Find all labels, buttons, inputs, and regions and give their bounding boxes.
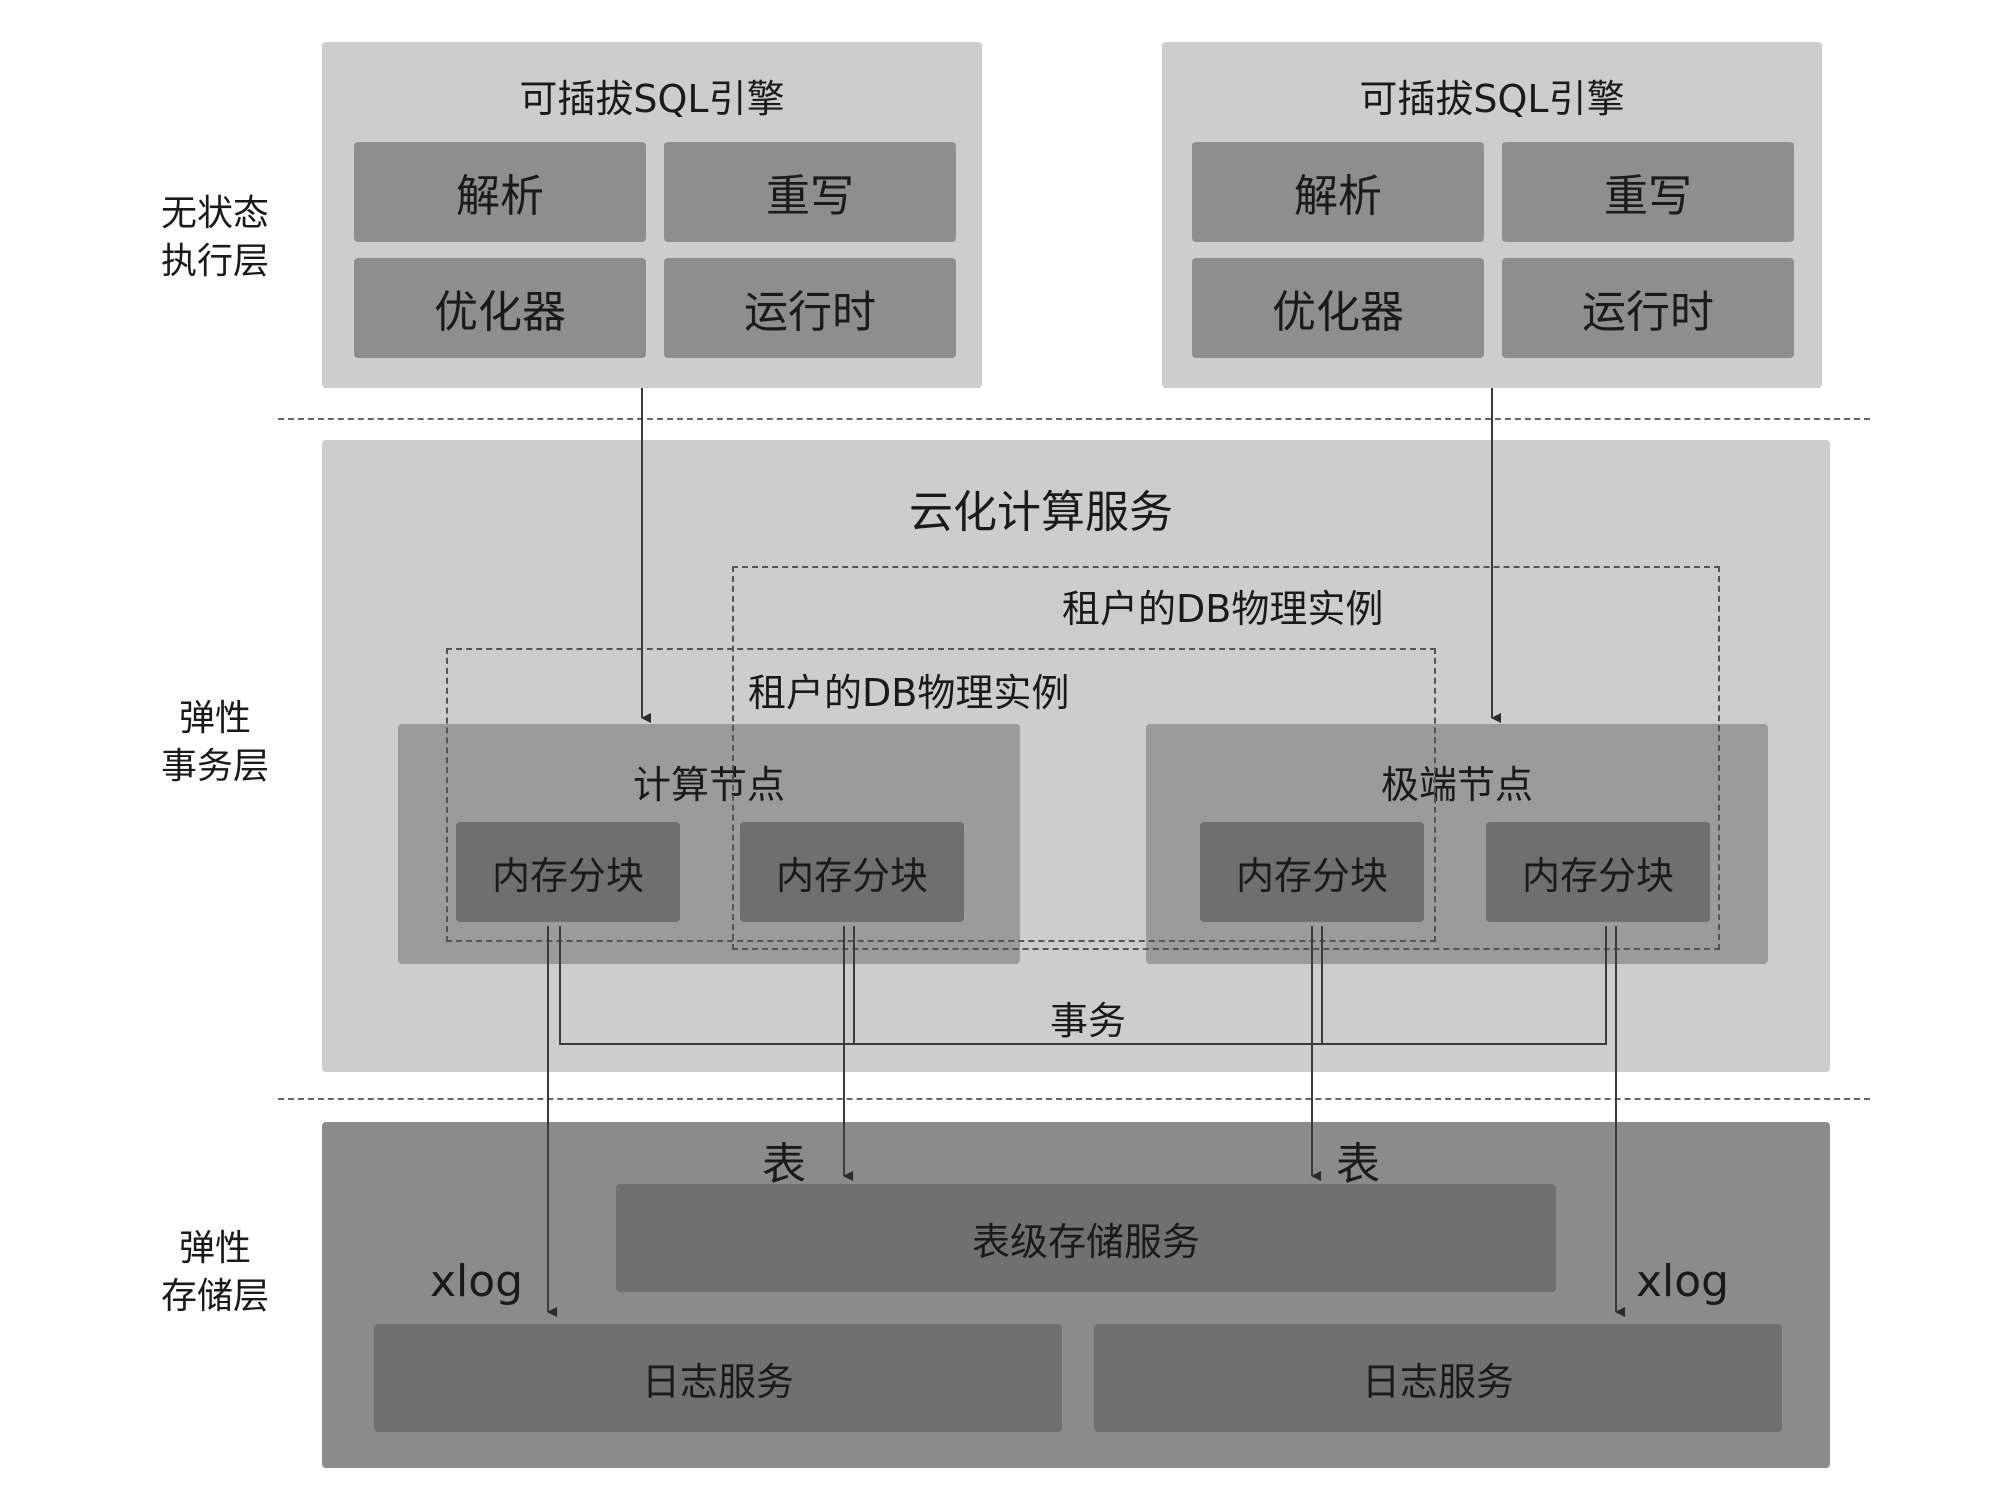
module-runtime: 运行时 [1502,258,1794,358]
layer-label-transaction: 弹性 事务层 [135,695,295,791]
node-title: 计算节点 [632,763,785,807]
tenant-db-instance-label: 租户的DB物理实例 [748,671,1070,715]
edge-node: 极端节点 内存分块 内存分块 [1146,724,1768,964]
node-title: 极端节点 [1380,763,1533,807]
module-rewrite: 重写 [1502,142,1794,242]
transaction-label: 事务 [1050,999,1127,1043]
sql-engine-title: 可插拔SQL引擎 [1359,77,1625,121]
module-runtime: 运行时 [664,258,956,358]
xlog-label: xlog [1636,1256,1730,1307]
transaction-bracket [559,926,1607,1045]
layer-label-line: 弹性 [178,698,251,739]
xlog-label: xlog [430,1256,524,1307]
tenant-db-instance-label: 租户的DB物理实例 [1062,587,1384,631]
layer-label-line: 事务层 [160,746,269,787]
memory-block: 内存分块 [1486,822,1710,922]
module-optimizer: 优化器 [1192,258,1484,358]
module-parse: 解析 [1192,142,1484,242]
layer-label-line: 弹性 [178,1228,251,1269]
table-label: 表 [762,1139,806,1190]
sql-engine-panel-right: 可插拔SQL引擎 解析 重写 优化器 运行时 [1162,42,1822,388]
compute-node: 计算节点 内存分块 内存分块 [398,724,1020,964]
cloud-compute-service-title: 云化计算服务 [909,487,1173,538]
layer-divider [278,1098,1870,1100]
module-rewrite: 重写 [664,142,956,242]
tenant-db-instance-inner [446,648,1436,942]
sql-engine-panel-left: 可插拔SQL引擎 解析 重写 优化器 运行时 [322,42,982,388]
layer-label-line: 执行层 [160,241,269,282]
layer-label-storage: 弹性 存储层 [135,1225,295,1321]
log-service-left: 日志服务 [374,1324,1062,1432]
module-optimizer: 优化器 [354,258,646,358]
memory-block: 内存分块 [1200,822,1424,922]
layer-label-line: 无状态 [160,193,269,234]
layer-divider [278,418,1870,420]
table-label: 表 [1336,1139,1380,1190]
layer-label-stateless: 无状态 执行层 [135,190,295,286]
memory-block: 内存分块 [456,822,680,922]
module-parse: 解析 [354,142,646,242]
memory-block: 内存分块 [740,822,964,922]
table-storage-service: 表级存储服务 [616,1184,1556,1292]
log-service-right: 日志服务 [1094,1324,1782,1432]
layer-label-line: 存储层 [160,1276,269,1317]
tenant-db-instance-outer [732,566,1720,950]
sql-engine-title: 可插拔SQL引擎 [519,77,785,121]
